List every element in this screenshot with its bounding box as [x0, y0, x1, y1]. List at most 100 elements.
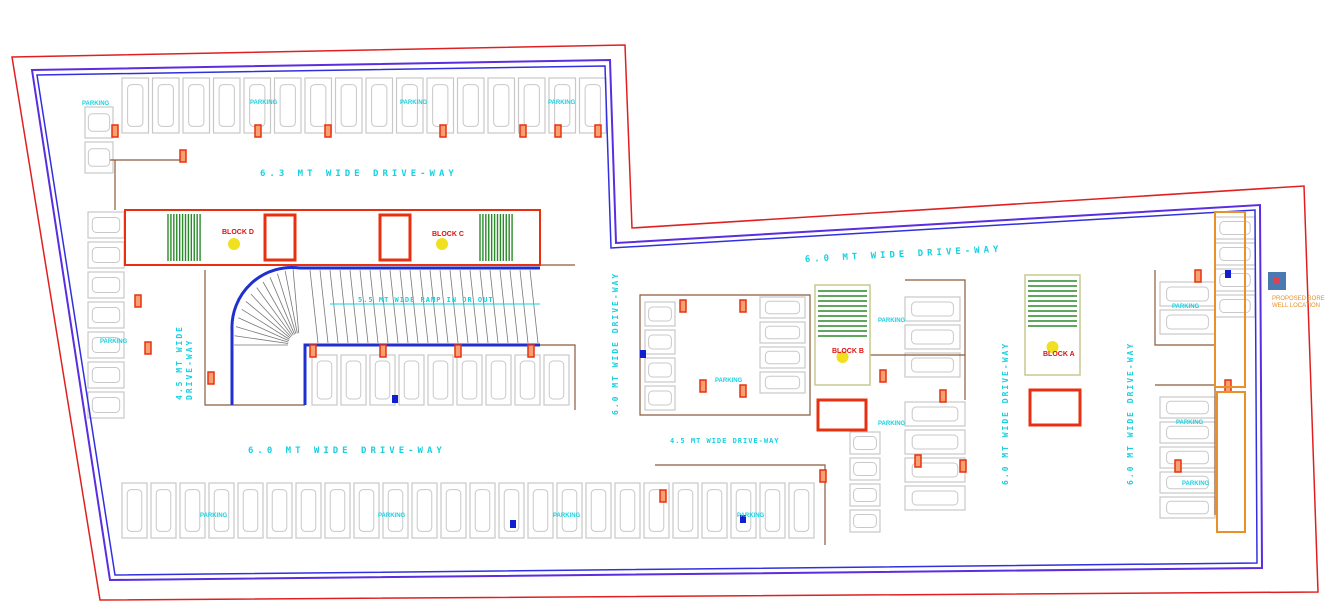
parking-bay	[759, 482, 786, 539]
parking-bay	[1159, 281, 1216, 307]
walls	[110, 159, 1216, 545]
basement-boundary-inner	[36, 65, 1258, 576]
parking-bay	[672, 482, 699, 539]
parking-bay	[1159, 309, 1216, 335]
column	[739, 299, 747, 313]
parking-bay	[485, 354, 512, 406]
parking-bay	[411, 482, 438, 539]
parking-bay	[759, 346, 806, 369]
parking-bay	[87, 301, 125, 329]
parking-bay	[365, 77, 394, 134]
parking-bay	[456, 354, 483, 406]
column	[207, 371, 215, 385]
parking-bay	[614, 482, 641, 539]
parking-bay	[427, 354, 454, 406]
parking-bay	[440, 482, 467, 539]
parking-bay	[548, 77, 577, 134]
ramp	[230, 265, 540, 405]
bore-well-label-2: WELL LOCATION	[1272, 303, 1320, 309]
parking-bay	[212, 77, 241, 134]
parking-bay	[585, 482, 612, 539]
parking-bay	[644, 301, 676, 327]
basement-boundary-outer	[30, 58, 1264, 582]
stair-core	[814, 284, 871, 386]
parking-bay	[84, 106, 114, 139]
parking-bay	[1159, 446, 1216, 469]
parking-bay	[498, 482, 525, 539]
parking-bay	[273, 77, 302, 134]
parking-bay	[543, 354, 570, 406]
parking-bay	[1159, 396, 1216, 419]
column	[699, 379, 707, 393]
parking-bay	[759, 321, 806, 344]
column	[254, 124, 262, 138]
parking-bay	[556, 482, 583, 539]
parking-label: PARKING	[82, 101, 110, 107]
parking-bay	[121, 482, 148, 539]
parking-bay	[87, 331, 125, 359]
parking-bay	[904, 324, 961, 350]
driveway-label-top: 6.3 MT WIDE DRIVE-WAY	[260, 169, 458, 179]
parking-label: PARKING	[1182, 481, 1210, 487]
stair	[479, 214, 513, 261]
marker	[640, 350, 646, 358]
block-a-label: BLOCK A	[1043, 351, 1075, 358]
column	[454, 344, 462, 358]
block-c-label: BLOCK C	[432, 231, 464, 238]
parking-bay	[904, 296, 961, 322]
parking-bay	[398, 354, 425, 406]
parking-bay	[644, 329, 676, 355]
column	[939, 389, 947, 403]
parking-bay	[1214, 294, 1256, 318]
parking-bay	[849, 509, 881, 533]
parking-label: PARKING	[200, 513, 228, 519]
column	[959, 459, 967, 473]
marker	[392, 395, 398, 403]
parking-bays	[84, 77, 1256, 539]
parking-label: PARKING	[715, 378, 743, 384]
parking-bay	[514, 354, 541, 406]
parking-bay	[759, 371, 806, 394]
parking-bay	[87, 271, 125, 299]
column	[309, 344, 317, 358]
parking-bay	[87, 241, 125, 269]
parking-bay	[730, 482, 757, 539]
parking-bay	[849, 483, 881, 507]
column	[819, 469, 827, 483]
parking-bay	[849, 457, 881, 481]
stair-core	[1024, 274, 1081, 376]
block-b-label: BLOCK B	[832, 348, 864, 355]
parking-bay	[151, 77, 180, 134]
parking-labels: PARKING PARKING PARKING PARKING PARKING PARKI…	[82, 100, 1210, 519]
parking-bay	[643, 482, 670, 539]
column	[739, 384, 747, 398]
driveway-label-center: 4.5 MT WIDE DRIVE-WAY	[670, 437, 780, 445]
column	[144, 341, 152, 355]
parking-label: PARKING	[1172, 304, 1200, 310]
parking-bay	[456, 77, 485, 134]
column	[519, 124, 527, 138]
parking-bay	[353, 482, 380, 539]
parking-bay	[87, 361, 125, 389]
parking-bay	[788, 482, 815, 539]
driveway-label-bottom: 6.0 MT WIDE DRIVE-WAY	[248, 446, 446, 456]
block-d-label: BLOCK D	[222, 229, 254, 236]
column	[527, 344, 535, 358]
parking-bay	[266, 482, 293, 539]
column	[111, 124, 119, 138]
parking-label: PARKING	[100, 339, 128, 345]
parking-bay	[395, 77, 424, 134]
column	[554, 124, 562, 138]
column	[1174, 459, 1182, 473]
parking-bay	[904, 429, 966, 455]
column	[179, 149, 187, 163]
parking-bay	[701, 482, 728, 539]
parking-bay	[1159, 496, 1216, 519]
site-boundary	[11, 44, 1319, 601]
parking-bay	[904, 401, 966, 427]
bore-well-label-1: PROPOSED BORE	[1272, 296, 1325, 302]
column	[439, 124, 447, 138]
parking-bay	[311, 354, 338, 406]
driveway-label-left-1: 4.5 MT WIDE	[175, 325, 184, 400]
parking-bay	[578, 77, 607, 134]
